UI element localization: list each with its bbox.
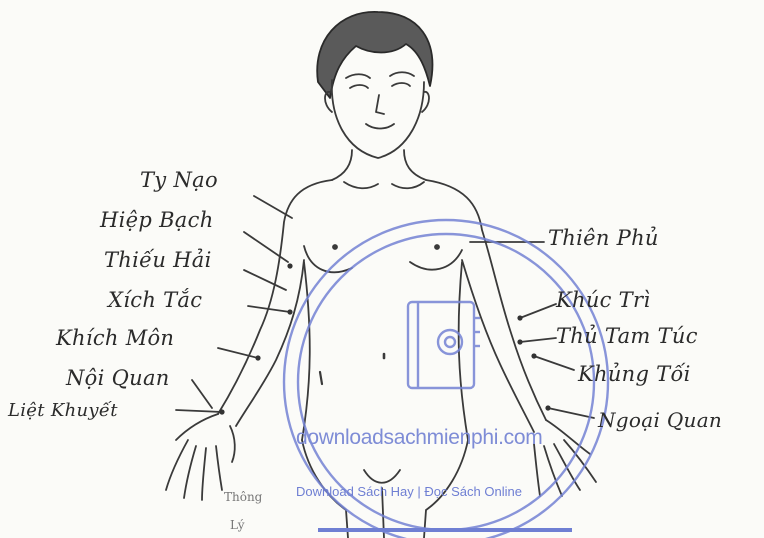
label-ngoai-quan: Ngoại Quan: [598, 408, 722, 432]
watermark-tagline: Download Sách Hay | Đọc Sách Online: [296, 484, 522, 499]
watermark-site: downloadsachmienphi.com: [296, 426, 542, 450]
label-khung-toi: Khủng Tối: [578, 362, 691, 386]
hair: [317, 12, 432, 98]
label-khich-mon: Khích Môn: [56, 326, 174, 350]
torso-right: [459, 262, 468, 440]
label-liet-khuyet: Liệt Khuyết: [8, 400, 118, 421]
label-khuc-tri: Khúc Trì: [556, 288, 650, 312]
label-ty-nao: Ty Nạo: [140, 168, 218, 192]
label-noi-quan: Nội Quan: [66, 366, 170, 390]
left-hand: [166, 414, 235, 500]
left-arm: [218, 180, 332, 414]
torso-left: [302, 262, 310, 440]
label-ly: Lý: [230, 518, 245, 532]
label-thu-tam-ly: Thủ Tam Túc: [556, 324, 698, 348]
book-at-icon: [408, 302, 480, 388]
label-hiep-bach: Hiệp Bạch: [100, 208, 214, 232]
label-thien-phu: Thiên Phủ: [548, 226, 659, 250]
watermark-underline: [318, 528, 572, 532]
face: [332, 80, 424, 158]
label-thong: Thông: [224, 490, 262, 504]
right-arm: [426, 180, 546, 420]
label-xich-trach: Xích Tắc: [108, 288, 202, 312]
label-thieu-hai: Thiếu Hải: [104, 248, 212, 272]
